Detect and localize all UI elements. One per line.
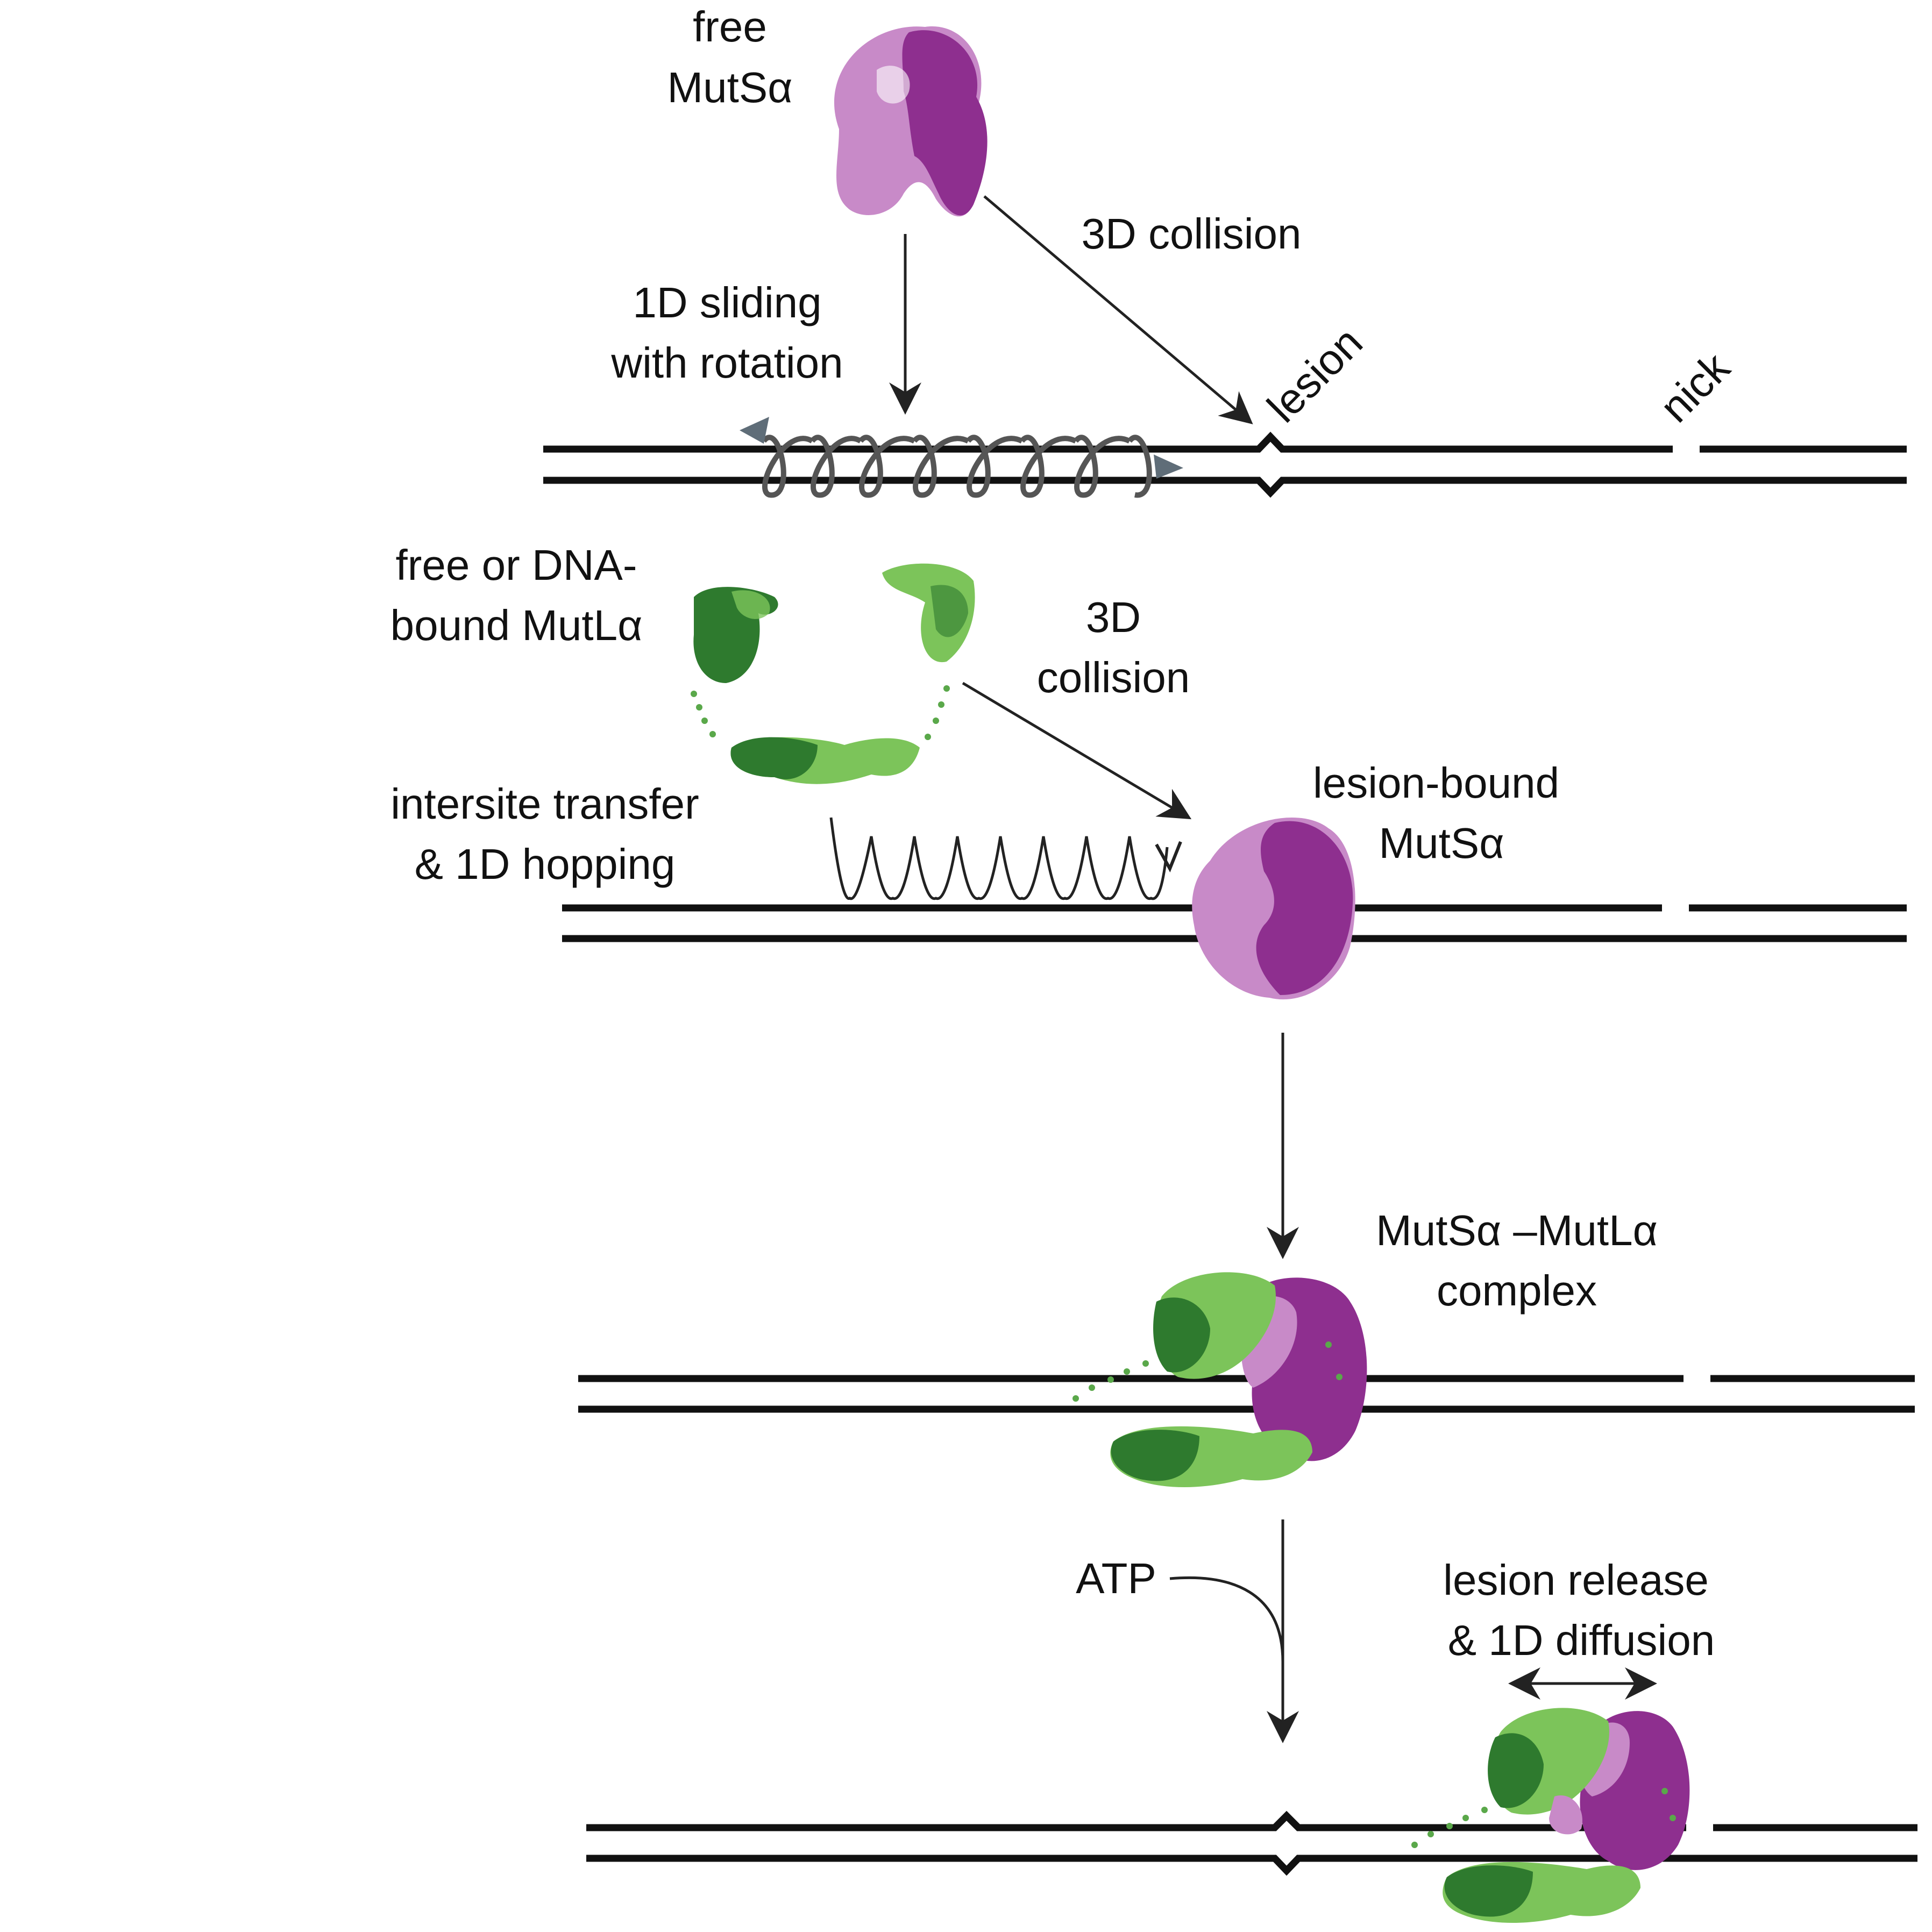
complex-protein bbox=[1072, 1272, 1367, 1487]
free-mutsa-label-line2: MutSα bbox=[667, 63, 793, 111]
free-mutla-label-line1: free or DNA- bbox=[396, 541, 637, 589]
collision-2-label-line1: 3D bbox=[1086, 593, 1141, 641]
helix-arrowhead-left bbox=[740, 417, 769, 444]
intersite-label-line1: intersite transfer bbox=[390, 780, 699, 828]
released-complex-protein bbox=[1411, 1708, 1690, 1923]
hopping-arcs bbox=[829, 817, 1169, 900]
free-mutla-protein bbox=[691, 563, 975, 784]
free-mutsa-protein bbox=[834, 26, 988, 217]
release-label-line2: & 1D diffusion bbox=[1448, 1616, 1715, 1664]
lesion-bound-label-line1: lesion-bound bbox=[1313, 759, 1559, 807]
collision-arrow-1 bbox=[983, 195, 1253, 424]
collision-arrow-2 bbox=[962, 681, 1192, 820]
collision-2-label-line2: collision bbox=[1037, 654, 1190, 701]
lesion-label: lesion bbox=[1258, 318, 1372, 431]
release-label-line1: lesion release bbox=[1443, 1556, 1709, 1604]
dna-duplex-3 bbox=[578, 1375, 1915, 1413]
hopping-arrowhead bbox=[1155, 841, 1182, 872]
sliding-label-line1: 1D sliding bbox=[633, 279, 821, 326]
sliding-helix bbox=[762, 435, 1152, 498]
complex-label-line2: complex bbox=[1437, 1267, 1597, 1315]
lesion-bound-label-line2: MutSα bbox=[1379, 819, 1504, 867]
atp-curve bbox=[1169, 1576, 1284, 1663]
intersite-label-line2: & 1D hopping bbox=[415, 840, 676, 888]
nick-label: nick bbox=[1651, 343, 1739, 431]
lesion-bound-mutsa-protein bbox=[1192, 818, 1355, 1000]
free-mutla-label-line2: bound MutLα bbox=[390, 601, 643, 649]
complex-label-line1: MutSα –MutLα bbox=[1376, 1206, 1658, 1254]
dna-duplex-4 bbox=[586, 1810, 1917, 1876]
atp-label: ATP bbox=[1076, 1554, 1156, 1602]
sliding-label-line2: with rotation bbox=[610, 339, 843, 387]
dna-duplex-1 bbox=[543, 431, 1907, 498]
helix-arrowhead-right bbox=[1154, 454, 1183, 479]
free-mutsa-label-line1: free bbox=[693, 3, 767, 51]
collision-1-label: 3D collision bbox=[1081, 210, 1301, 258]
